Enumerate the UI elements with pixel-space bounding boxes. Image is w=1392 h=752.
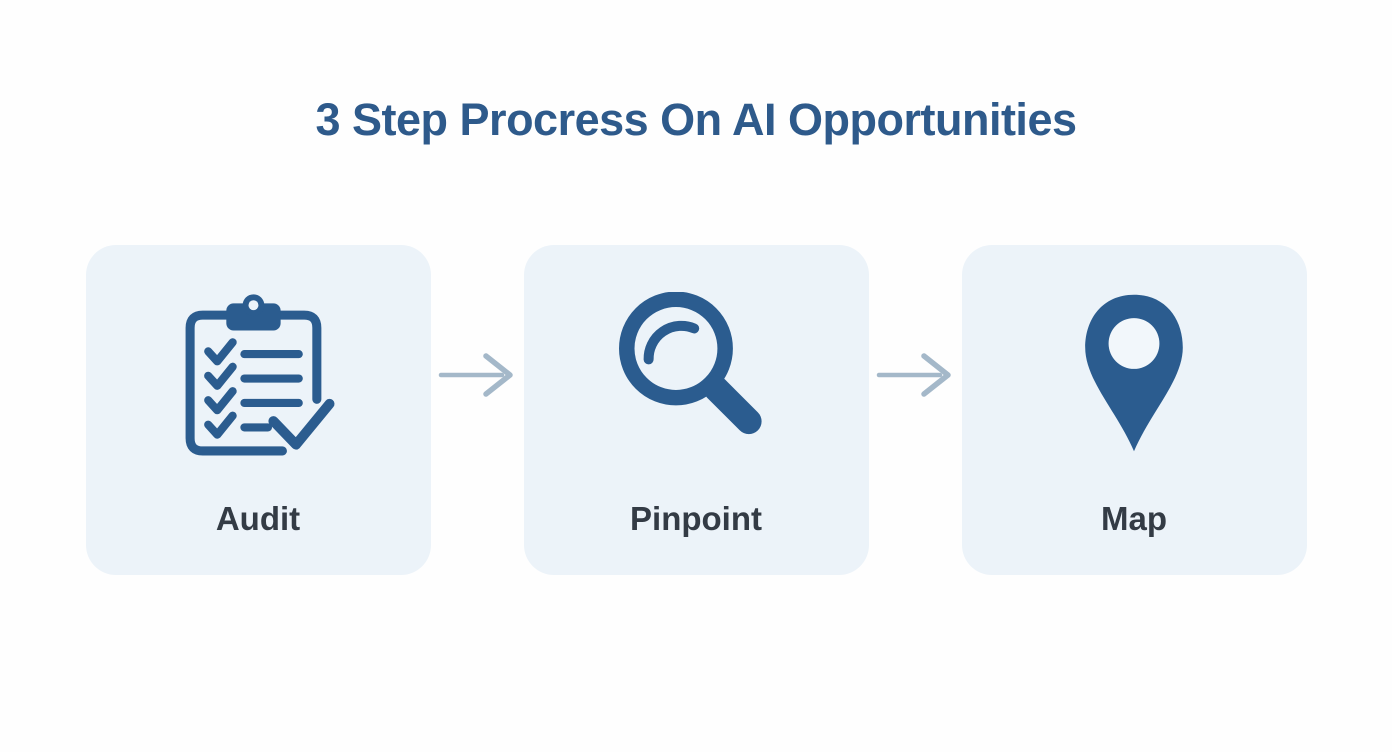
step-card-map: Map xyxy=(961,245,1307,575)
map-pin-icon xyxy=(1073,275,1195,473)
step-label-audit: Audit xyxy=(215,500,301,537)
steps-row: Audit Pinpoint xyxy=(0,245,1392,575)
right-arrow-icon xyxy=(438,353,513,397)
magnifying-glass-icon xyxy=(614,275,778,473)
clipboard-checklist-icon xyxy=(172,275,344,473)
right-arrow-icon xyxy=(876,353,951,397)
step-label-pinpoint: Pinpoint xyxy=(630,500,762,537)
connector-2 xyxy=(869,245,962,575)
step-label-map: Map xyxy=(1101,500,1167,537)
connector-1 xyxy=(431,245,524,575)
page-title: 3 Step Procress On AI Opportunities xyxy=(315,94,1078,145)
step-card-audit: Audit xyxy=(85,245,431,575)
step-card-pinpoint: Pinpoint xyxy=(523,245,869,575)
